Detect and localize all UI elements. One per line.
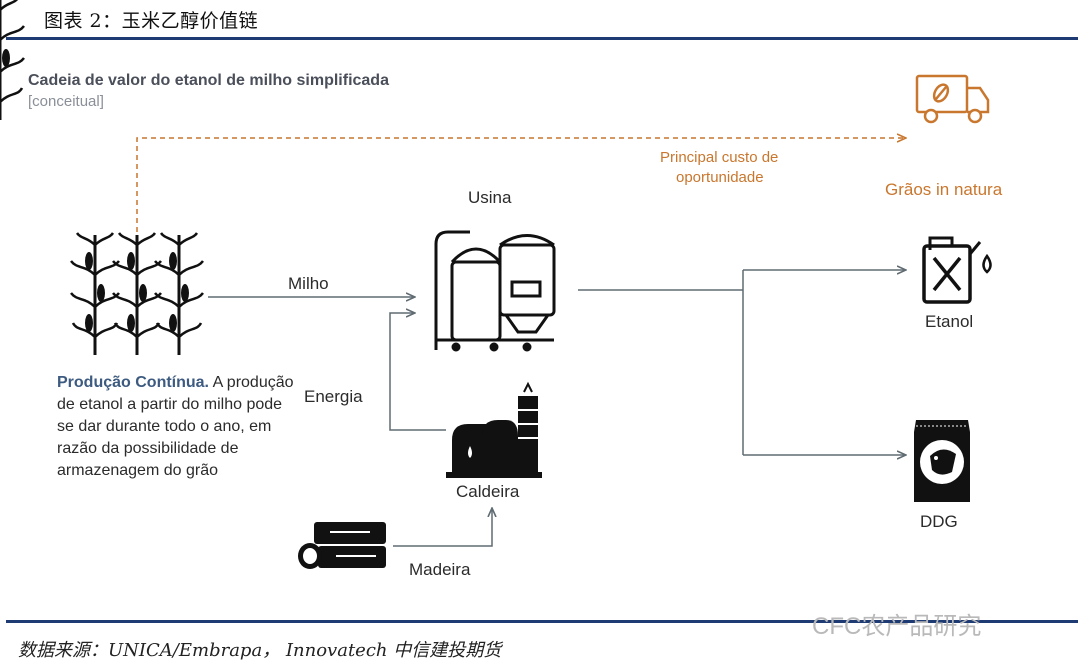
- watermark: CFC农产品研究: [812, 613, 982, 640]
- energia-connector: [389, 313, 446, 431]
- ddg-label: DDG: [920, 512, 958, 531]
- madeira-connector: [393, 509, 492, 547]
- bottom-divider: [6, 620, 1078, 623]
- boiler-icon: [446, 381, 542, 478]
- graos-in-natura-label: Grãos in natura: [885, 180, 1003, 199]
- production-note: Produção Contínua. A produção de etanol …: [57, 372, 297, 482]
- fuel-can-icon: [922, 236, 992, 304]
- usina-label: Usina: [468, 188, 512, 207]
- value-chain-diagram: [0, 0, 992, 569]
- etanol-label: Etanol: [925, 312, 974, 331]
- diagram-title: Cadeia de valor do etanol de milho simpl…: [28, 72, 389, 89]
- top-divider: [6, 37, 1078, 40]
- milho-label: Milho: [288, 274, 329, 293]
- refinery-icon: [434, 230, 556, 352]
- ddg-sack-icon: [914, 420, 970, 502]
- source-note: 数据来源：UNICA/Embrapa， Innovatech 中信建投期货: [18, 640, 502, 661]
- production-body: A produção de etanol a partir do milho p…: [57, 374, 294, 479]
- figure-caption: 图表 2：玉米乙醇价值链: [44, 10, 259, 32]
- truck-icon: [915, 74, 990, 124]
- energia-label: Energia: [304, 387, 363, 406]
- wood-logs-icon: [298, 522, 386, 569]
- opportunity-cost-connector: [136, 138, 905, 232]
- opportunity-cost-label-line1: Principal custo de: [660, 149, 779, 166]
- madeira-label: Madeira: [409, 560, 471, 579]
- opportunity-cost-label-line2: oportunidade: [676, 169, 764, 186]
- corn-plants-icon: [0, 0, 205, 357]
- diagram-subtitle: [conceitual]: [28, 93, 104, 110]
- production-heading: Produção Contínua.: [57, 374, 209, 391]
- caldeira-label: Caldeira: [456, 482, 520, 501]
